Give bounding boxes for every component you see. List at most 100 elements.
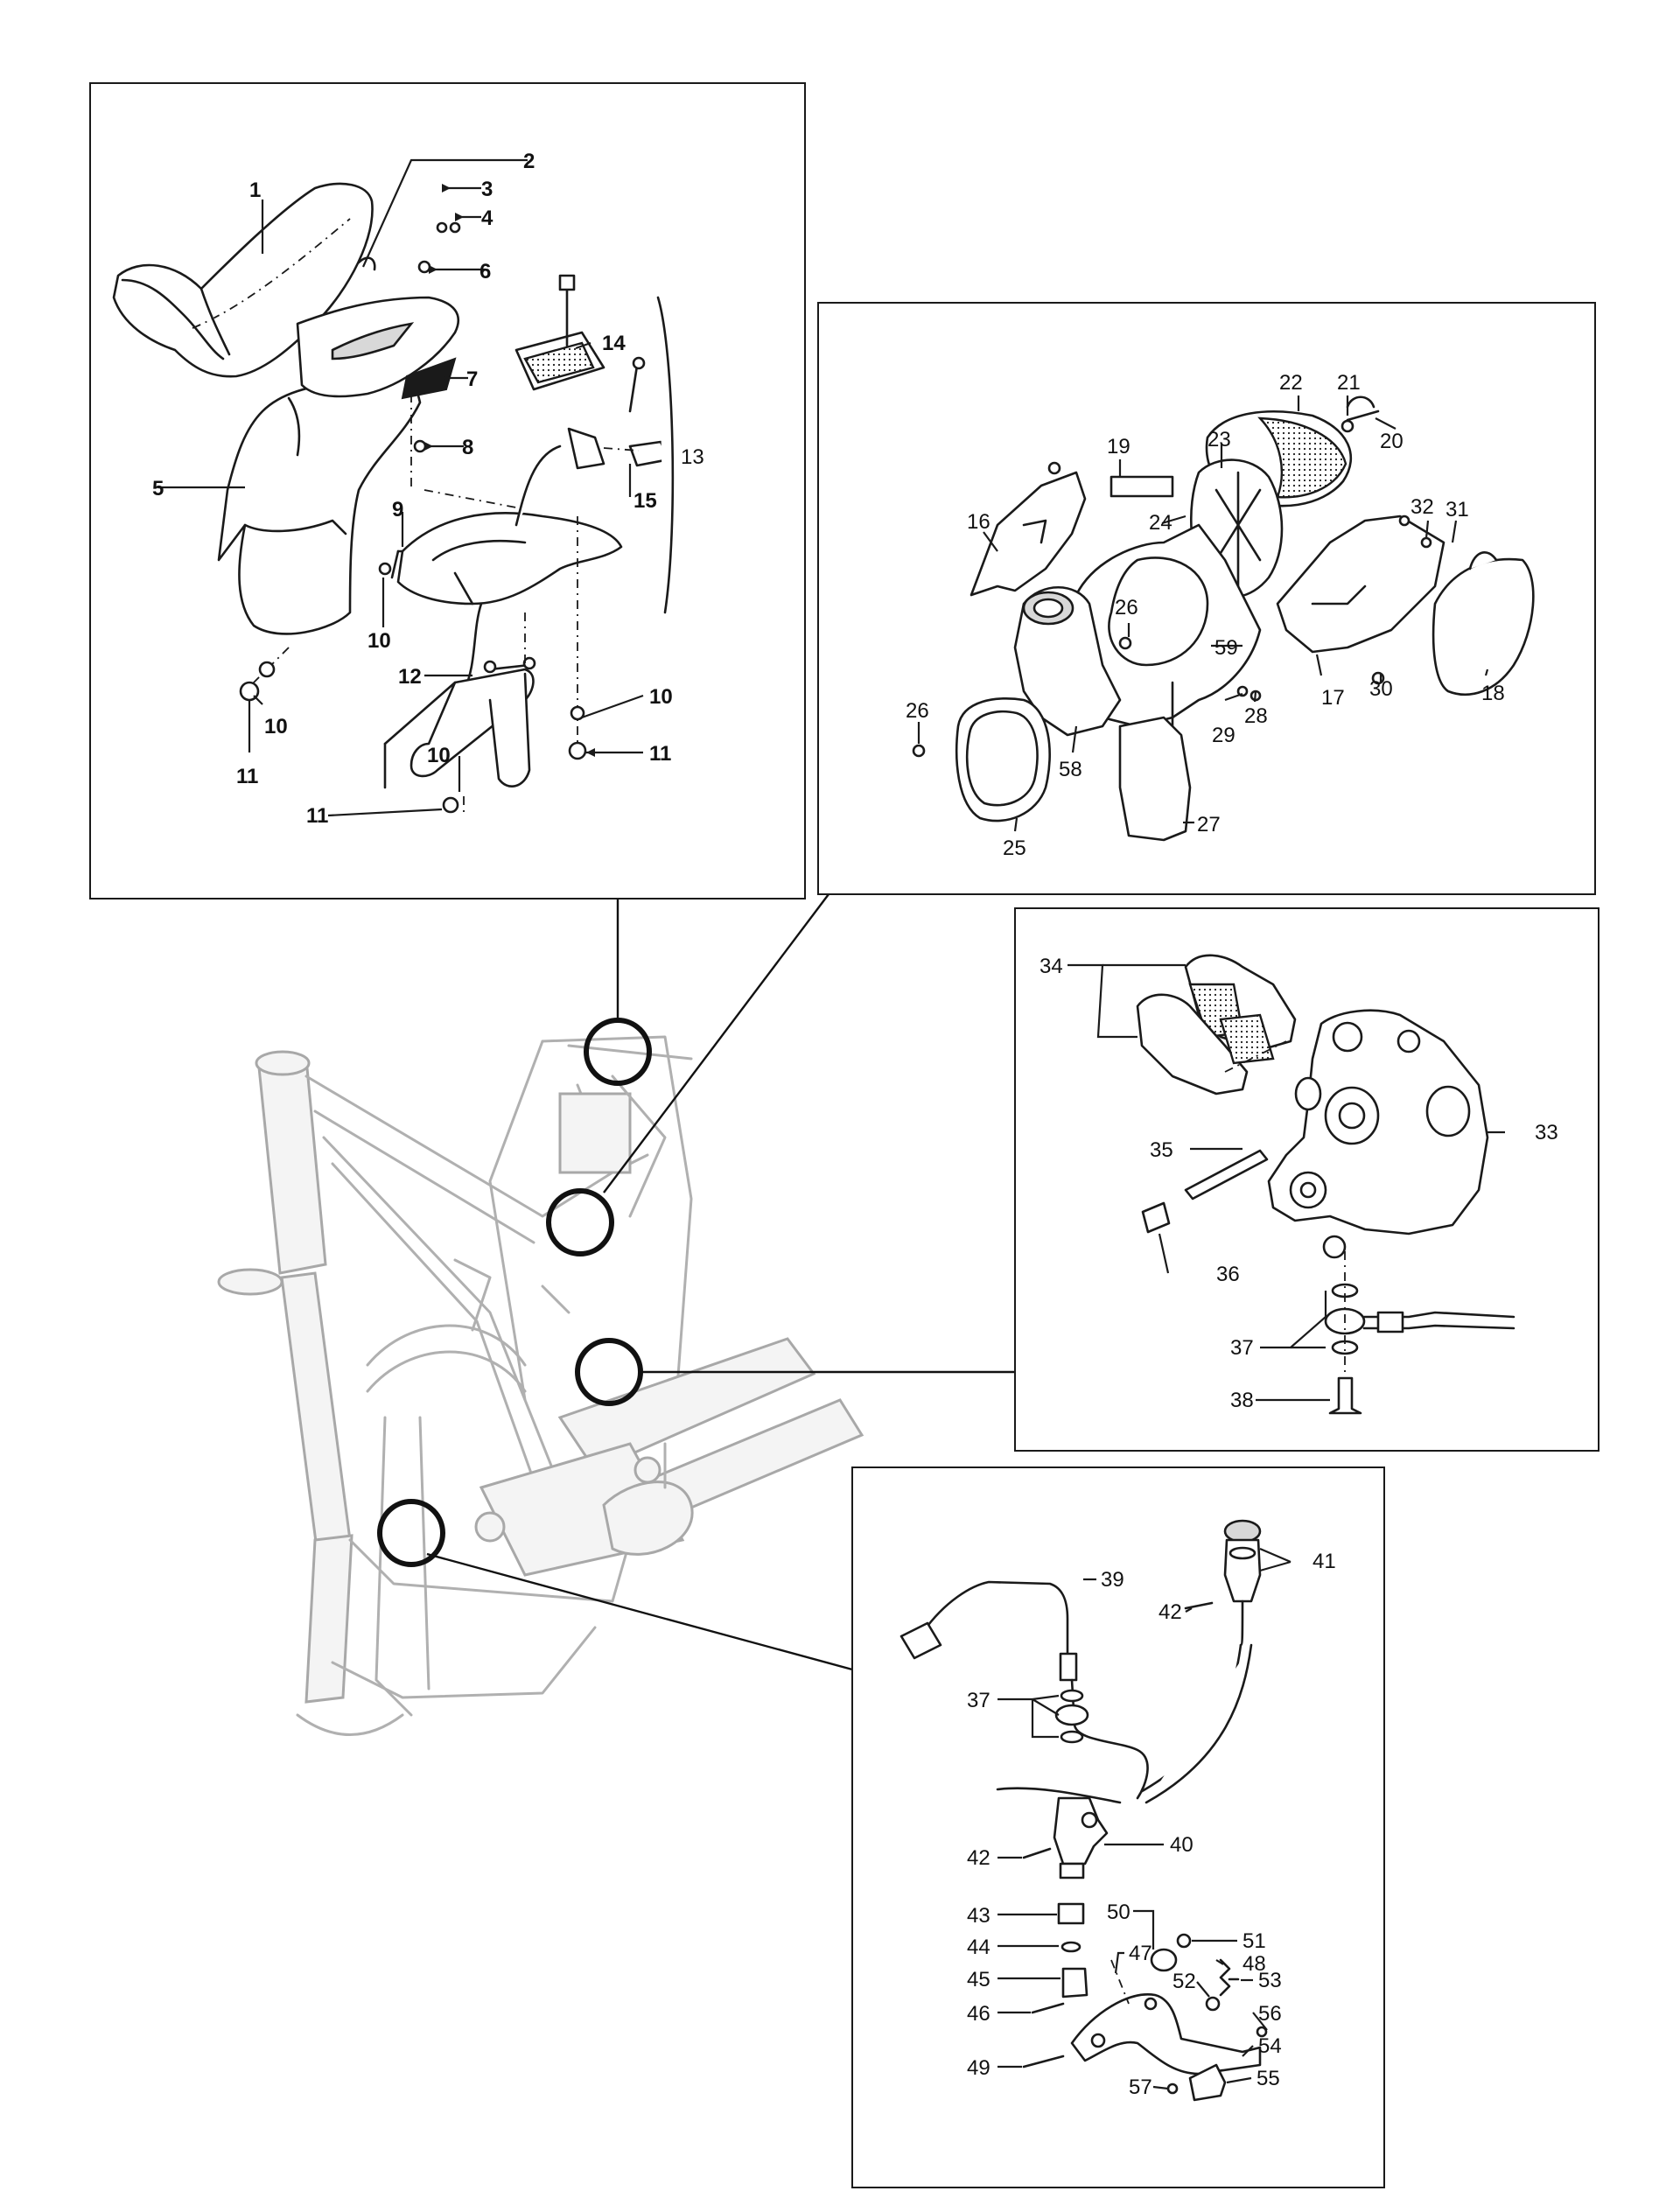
frame-tube-shape <box>634 1456 662 1484</box>
leader-shape <box>575 341 592 350</box>
panel-frame-shape <box>851 1466 1385 2188</box>
panel-rear-brake: 37 39 40 41 42 42 43 44 45 46 47 48 49 5… <box>851 1466 1385 2188</box>
callout-label: 9 <box>392 498 403 522</box>
part-shape <box>1322 1235 1347 1259</box>
part-shape <box>632 356 646 370</box>
leader-shape <box>1071 725 1078 753</box>
hatch-shape <box>1257 416 1348 499</box>
part-shape <box>1022 519 1047 544</box>
part-shape <box>1468 551 1498 570</box>
callout-label: 38 <box>1230 1389 1254 1412</box>
leader-shape <box>1242 2045 1254 2057</box>
dash-shape <box>192 218 351 329</box>
connector-shape <box>603 890 832 1194</box>
frame-tube-shape <box>217 1268 284 1296</box>
pad-pin <box>1184 1149 1269 1200</box>
part-shape <box>900 1621 942 1660</box>
frame-line-shape <box>313 1110 536 1244</box>
callout-label: 43 <box>967 1904 990 1928</box>
part-shape <box>287 396 301 457</box>
frame-tube-shape <box>257 1057 327 1275</box>
part-shape <box>390 550 400 579</box>
part-shape <box>1294 1076 1322 1111</box>
part-shape <box>378 562 392 576</box>
callout-label: 5 <box>152 477 164 500</box>
callout-label: 21 <box>1337 371 1361 395</box>
callout-label: 57 <box>1129 2076 1152 2099</box>
frame-line-shape <box>453 1258 492 1332</box>
part-shape <box>1032 598 1064 619</box>
callout-label: 10 <box>368 629 391 653</box>
part-shape <box>483 660 497 674</box>
callout-label: 44 <box>967 1936 990 1959</box>
part-shape <box>1340 419 1354 433</box>
frame-line-shape <box>331 1162 544 1507</box>
frame-tube-shape <box>255 1050 311 1076</box>
callout-label: 45 <box>967 1968 990 1992</box>
foam-pad <box>1110 475 1174 498</box>
frame-line-shape <box>567 1044 693 1060</box>
part-shape <box>1022 1847 1052 1859</box>
callout-label: 48 <box>1242 1952 1266 1976</box>
part-shape <box>383 681 457 746</box>
leader-shape <box>1224 692 1243 702</box>
part-shape <box>1219 1958 1231 1997</box>
part-shape <box>1059 1862 1085 1880</box>
callout-connectors <box>377 890 1015 1671</box>
locator-circle-rear-brake <box>377 1499 445 1567</box>
leader-shape <box>1315 654 1323 676</box>
callout-label: 10 <box>264 715 288 738</box>
part-shape <box>1144 1643 1253 1804</box>
part-shape <box>121 278 225 360</box>
hatch-shape <box>1219 1013 1275 1065</box>
callout-label: 33 <box>1535 1121 1558 1144</box>
part-shape <box>1311 584 1367 606</box>
part-shape <box>449 221 461 234</box>
leader-shape <box>1375 417 1396 430</box>
callout-label: 41 <box>1312 1550 1336 1573</box>
leader-shape <box>253 695 263 705</box>
arrowhead-shape <box>442 184 451 192</box>
part-shape <box>514 444 562 527</box>
part-shape <box>570 705 585 721</box>
part-shape <box>1346 410 1380 422</box>
part-shape <box>396 512 623 606</box>
leader-shape <box>1215 1959 1224 1965</box>
brake-pedal <box>1070 1993 1262 2076</box>
decal <box>401 357 457 400</box>
part-shape <box>1022 2054 1065 2068</box>
part-shape <box>1420 536 1432 549</box>
arrowhead-shape <box>455 213 464 221</box>
part-shape <box>1338 1102 1366 1130</box>
leader-shape <box>1196 1981 1210 1998</box>
frame-tube-shape <box>304 1534 354 1704</box>
leader-shape <box>1259 1547 1292 1572</box>
part-shape <box>1176 1933 1192 1949</box>
callout-label: 22 <box>1279 371 1303 395</box>
connector-shape <box>426 1552 853 1671</box>
part-shape <box>1376 1311 1404 1334</box>
leader-shape <box>1484 668 1489 676</box>
callout-label: 59 <box>1214 636 1238 660</box>
callout-label: 30 <box>1369 677 1393 701</box>
callout-label: 25 <box>1003 836 1026 860</box>
pedal-tip <box>1188 2063 1227 2102</box>
frame-line-shape <box>348 1538 632 1603</box>
callout-label: 10 <box>649 685 673 709</box>
frame-line-shape <box>488 1040 544 1402</box>
panel-frame-shape <box>89 82 806 900</box>
leader-shape <box>1152 2085 1169 2090</box>
arrowhead-shape <box>424 442 433 451</box>
arrowhead-shape <box>438 374 446 382</box>
callout-label: 3 <box>481 178 493 201</box>
callout-label: 32 <box>1410 495 1434 519</box>
part-shape <box>1396 1029 1421 1054</box>
callout-label: 42 <box>967 1846 990 1870</box>
part-shape <box>656 296 675 614</box>
part-shape <box>417 260 431 274</box>
callout-label: 51 <box>1242 1929 1266 1953</box>
part-shape <box>488 672 531 788</box>
leader-shape <box>327 808 443 817</box>
locator-circle-seat <box>584 1018 652 1086</box>
part-shape <box>1060 1730 1084 1744</box>
